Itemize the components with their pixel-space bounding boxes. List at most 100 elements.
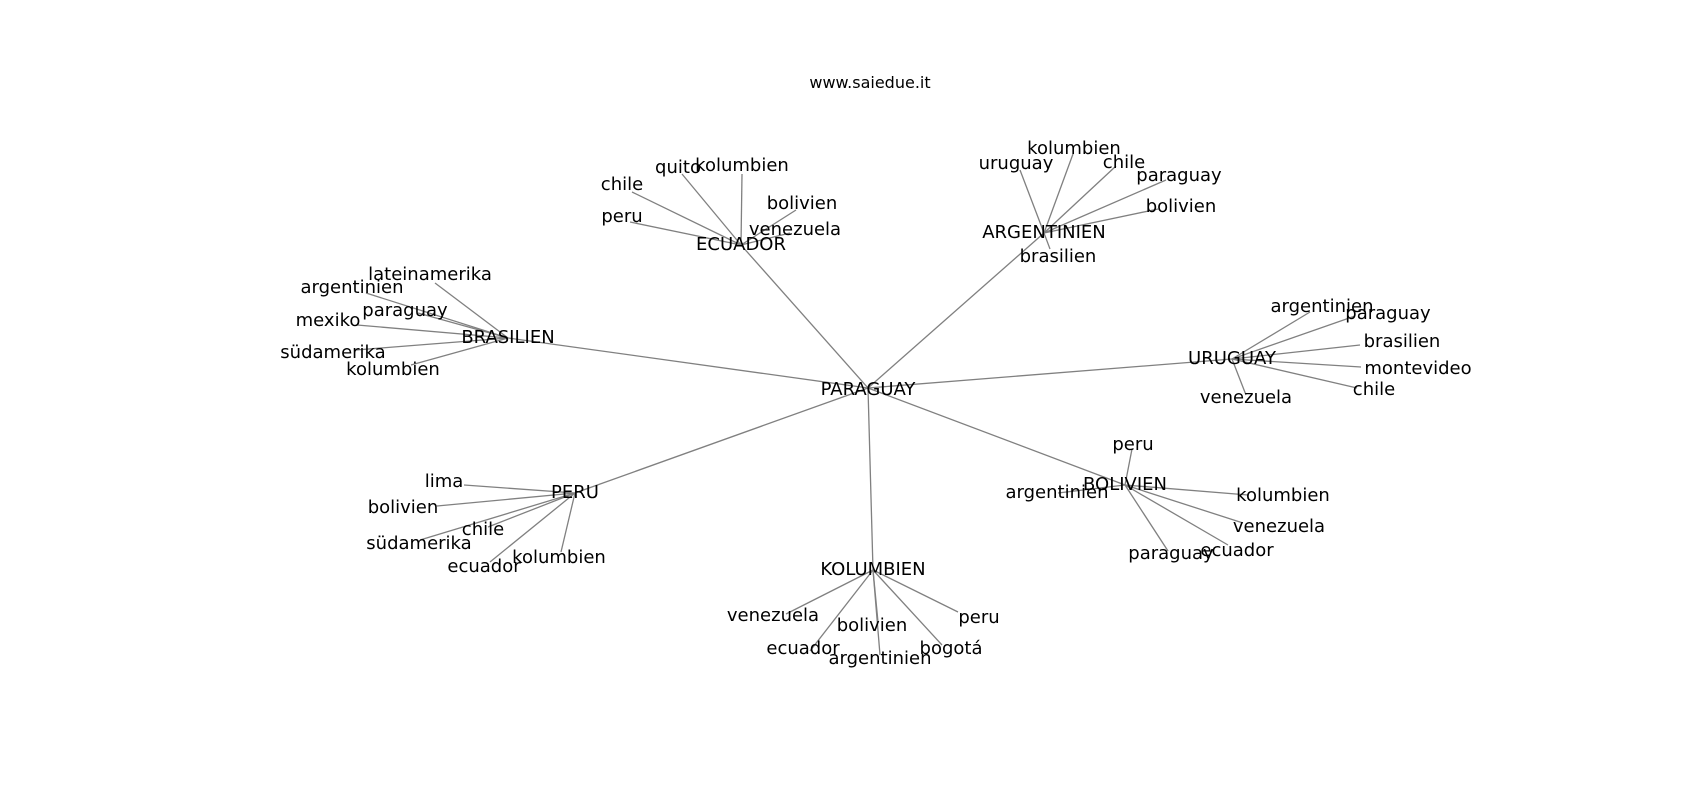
leaf-node-label: kolumbien xyxy=(1027,138,1121,159)
leaf-node-label: argentinien xyxy=(829,648,932,669)
edge-peru-to-bolivien xyxy=(436,492,576,507)
edge-peru-to-kolumbien xyxy=(560,492,576,553)
leaf-node-label: ecuador xyxy=(766,638,840,659)
edge-ecuador-to-kolumbien xyxy=(740,173,743,246)
edge-root-to-bolivien xyxy=(867,387,1126,486)
edge-ecuador-to-peru xyxy=(629,221,742,246)
edge-uruguay-to-montevideo xyxy=(1231,358,1362,368)
edge-peru-to-lima xyxy=(463,484,576,494)
leaf-node-label: brasilien xyxy=(1020,246,1097,267)
leaf-node-label: paraguay xyxy=(1136,165,1222,186)
edges-layer xyxy=(355,153,1362,656)
edge-brasilien-to-südamerika xyxy=(355,337,509,351)
leaf-node-label: kolumbien xyxy=(1236,485,1330,506)
hub-node-label: KOLUMBIEN xyxy=(820,559,925,580)
leaf-node-label: lateinamerika xyxy=(368,264,492,285)
edge-root-to-ecuador xyxy=(740,244,869,389)
leaf-node-label: bolivien xyxy=(1146,196,1217,217)
edge-root-to-uruguay xyxy=(867,358,1233,389)
leaf-node-label: chile xyxy=(462,519,504,540)
leaf-node-label: ecuador xyxy=(1200,540,1274,561)
leaf-node-label: montevideo xyxy=(1364,358,1471,379)
edge-peru-to-chile xyxy=(487,492,576,528)
leaf-node-label: chile xyxy=(601,174,643,195)
hub-node-label: URUGUAY xyxy=(1188,348,1277,369)
leaf-node-label: venezuela xyxy=(749,219,841,240)
edge-brasilien-to-argentinien xyxy=(365,292,509,339)
root-node-label: PARAGUAY xyxy=(821,379,917,400)
edge-kolumbien-to-peru xyxy=(872,569,959,613)
leaf-node-label: kolumbien xyxy=(695,155,789,176)
site-title: www.saiedue.it xyxy=(809,73,930,92)
leaf-node-label: chile xyxy=(1353,379,1395,400)
leaf-node-label: chile xyxy=(1103,152,1145,173)
leaf-node-label: paraguay xyxy=(1128,543,1214,564)
leaf-node-label: bolivien xyxy=(767,193,838,214)
edge-bolivien-to-peru xyxy=(1124,448,1133,486)
edge-ecuador-to-venezuela xyxy=(740,232,791,246)
leaf-node-label: peru xyxy=(958,607,999,628)
leaf-node-label: venezuela xyxy=(1233,516,1325,537)
leaf-node-label: uruguay xyxy=(979,153,1054,174)
leaf-node-label: quito xyxy=(655,157,701,178)
edge-bolivien-to-argentinien xyxy=(1057,484,1126,494)
edge-uruguay-to-paraguay xyxy=(1231,315,1356,360)
leaf-node-label: paraguay xyxy=(362,300,448,321)
leaf-node-label: bolivien xyxy=(368,497,439,518)
edge-kolumbien-to-ecuador xyxy=(809,569,874,652)
leaf-node-label: argentinien xyxy=(301,277,404,298)
leaf-node-label: venezuela xyxy=(1200,387,1292,408)
edge-brasilien-to-kolumbien xyxy=(410,337,509,366)
leaf-node-label: venezuela xyxy=(727,605,819,626)
edge-kolumbien-to-argentinien xyxy=(872,569,881,656)
edge-argentinien-to-brasilien xyxy=(1043,232,1051,250)
edge-brasilien-to-mexiko xyxy=(356,324,509,339)
leaf-node-label: ecuador xyxy=(447,556,521,577)
leaf-node-label: argentinien xyxy=(1006,482,1109,503)
leaf-node-label: kolumbien xyxy=(346,359,440,380)
leaf-node-label: peru xyxy=(1112,434,1153,455)
edge-uruguay-to-argentinien xyxy=(1231,311,1311,360)
leaf-node-label: südamerika xyxy=(280,342,385,363)
edge-uruguay-to-chile xyxy=(1231,358,1358,389)
edge-argentinien-to-chile xyxy=(1043,165,1117,234)
edge-root-to-argentinien xyxy=(867,232,1045,389)
leaf-node-label: argentinien xyxy=(1271,296,1374,317)
labels-layer: PARAGUAYECUADORchilequitokolumbienbolivi… xyxy=(280,138,1471,669)
edge-uruguay-to-brasilien xyxy=(1231,344,1361,360)
leaf-node-label: bogotá xyxy=(920,638,983,659)
edge-kolumbien-to-bogotá xyxy=(872,569,943,646)
leaf-node-label: südamerika xyxy=(366,533,471,554)
edge-root-to-peru xyxy=(574,387,869,494)
hub-node-label: BOLIVIEN xyxy=(1083,474,1167,495)
edge-bolivien-to-ecuador xyxy=(1124,484,1229,546)
edge-ecuador-to-chile xyxy=(631,191,742,246)
edge-root-to-brasilien xyxy=(507,337,869,389)
edge-argentinien-to-uruguay xyxy=(1019,169,1045,234)
edge-argentinien-to-bolivien xyxy=(1043,208,1159,234)
edge-peru-to-südamerika xyxy=(419,492,576,541)
hub-node-label: BRASILIEN xyxy=(461,327,554,348)
hub-node-label: PERU xyxy=(551,482,599,503)
edge-bolivien-to-kolumbien xyxy=(1124,484,1249,496)
edge-bolivien-to-venezuela xyxy=(1124,484,1244,524)
edge-root-to-kolumbien xyxy=(867,387,874,571)
leaf-node-label: peru xyxy=(601,206,642,227)
leaf-node-label: mexiko xyxy=(296,310,361,331)
edge-argentinien-to-kolumbien xyxy=(1043,153,1074,234)
edge-ecuador-to-quito xyxy=(681,173,742,246)
edge-brasilien-to-paraguay xyxy=(417,312,509,339)
leaf-node-label: lima xyxy=(425,471,464,492)
edge-ecuador-to-bolivien xyxy=(740,209,797,246)
leaf-node-label: brasilien xyxy=(1364,331,1441,352)
leaf-node-label: bolivien xyxy=(837,615,908,636)
hub-node-label: ARGENTINIEN xyxy=(982,222,1106,243)
edge-kolumbien-to-venezuela xyxy=(785,569,874,615)
edge-brasilien-to-lateinamerika xyxy=(434,282,509,339)
edge-uruguay-to-venezuela xyxy=(1231,358,1247,396)
edge-bolivien-to-paraguay xyxy=(1124,484,1169,552)
edge-peru-to-ecuador xyxy=(489,492,576,563)
leaf-node-label: paraguay xyxy=(1345,303,1431,324)
hub-node-label: ECUADOR xyxy=(696,234,786,255)
